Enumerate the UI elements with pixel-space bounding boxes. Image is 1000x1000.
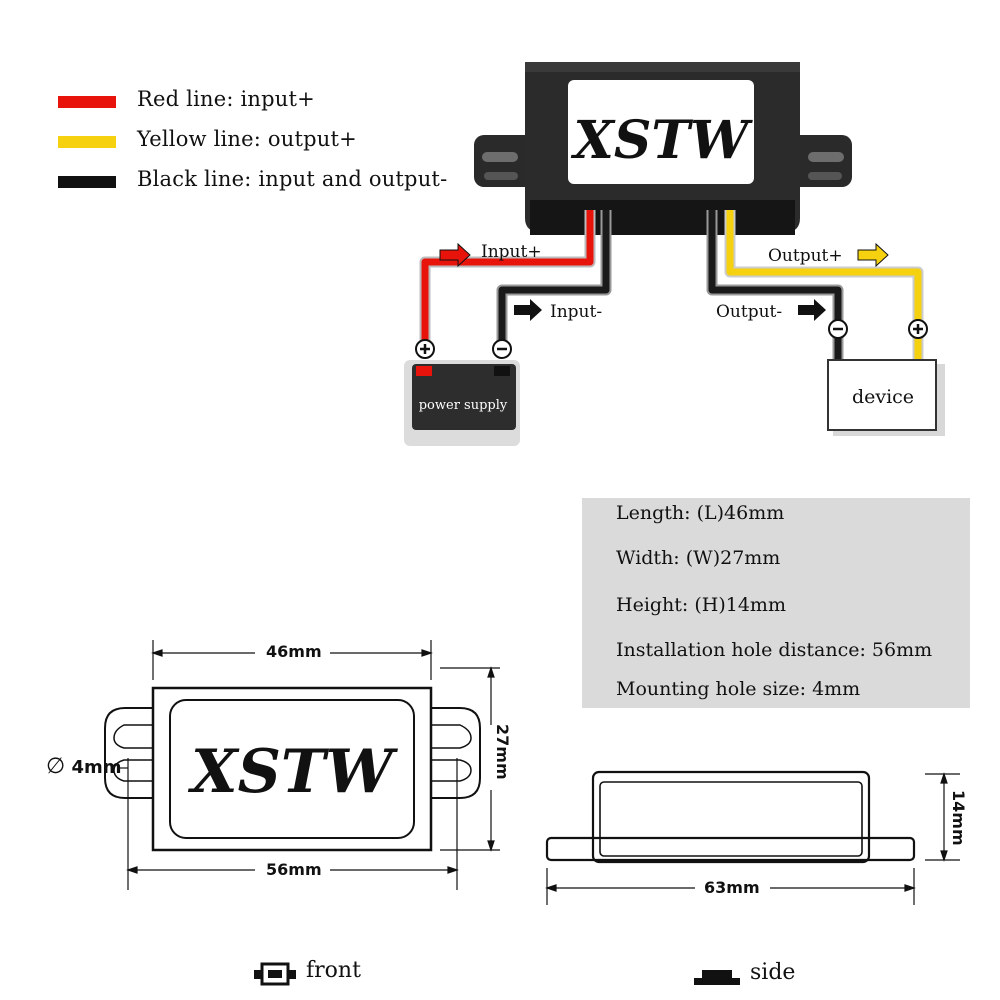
- side-view-drawing: [545, 770, 960, 905]
- spec-hole-size: Mounting hole size: 4mm: [616, 678, 861, 700]
- side-caption: side: [750, 960, 796, 985]
- front-view-icon: [254, 962, 296, 986]
- hole-distance-label: 56mm: [266, 860, 322, 879]
- hole-size-label: ∅ 4mm: [46, 754, 122, 779]
- front-width-label: 27mm: [493, 724, 512, 780]
- spec-width: Width: (W)27mm: [616, 547, 781, 569]
- power-supply-label: power supply: [419, 398, 508, 413]
- legend-label-red: Red line: input+: [137, 87, 315, 111]
- spec-height: Height: (H)14mm: [616, 594, 786, 616]
- legend-swatch-yellow: [58, 136, 116, 148]
- side-view-icon: [694, 970, 740, 985]
- output-minus-label: Output-: [716, 302, 782, 322]
- device-plus-terminal-icon: [908, 319, 928, 339]
- legend-swatch-black: [58, 176, 116, 188]
- input-minus-arrow-icon: [514, 299, 542, 321]
- input-minus-label: Input-: [550, 302, 602, 322]
- front-caption: front: [306, 958, 361, 983]
- side-height-label: 14mm: [949, 790, 968, 846]
- wiring-diagram: XSTW Input+ Input- Output+ Output-: [404, 62, 945, 446]
- front-logo: XSTW: [187, 737, 399, 807]
- module-logo: XSTW: [571, 110, 754, 171]
- power-minus-terminal-icon: [492, 339, 512, 359]
- output-minus-arrow-icon: [798, 299, 826, 321]
- output-plus-arrow-icon: [857, 242, 889, 268]
- spec-panel: Length: (L)46mm Width: (W)27mm Height: (…: [582, 498, 970, 708]
- device-label: device: [852, 386, 914, 408]
- device-box: [827, 359, 945, 436]
- output-plus-label: Output+: [768, 246, 843, 266]
- legend-label-black: Black line: input and output-: [137, 167, 448, 191]
- hole-size-value: 4mm: [71, 757, 122, 778]
- spec-hole-distance: Installation hole distance: 56mm: [616, 639, 933, 661]
- spec-length: Length: (L)46mm: [616, 502, 785, 524]
- side-length-label: 63mm: [704, 878, 760, 897]
- front-view-drawing: XSTW: [104, 640, 500, 890]
- input-plus-arrow-icon: [439, 242, 471, 268]
- power-supply-box: [404, 360, 520, 446]
- legend-swatch-red: [58, 96, 116, 108]
- converter-module: XSTW: [474, 62, 852, 235]
- front-length-label: 46mm: [266, 642, 322, 661]
- input-plus-label: Input+: [481, 242, 542, 262]
- power-plus-terminal-icon: [415, 339, 435, 359]
- device-minus-terminal-icon: [828, 319, 848, 339]
- legend-label-yellow: Yellow line: output+: [137, 127, 357, 151]
- diameter-icon: ∅: [46, 754, 66, 779]
